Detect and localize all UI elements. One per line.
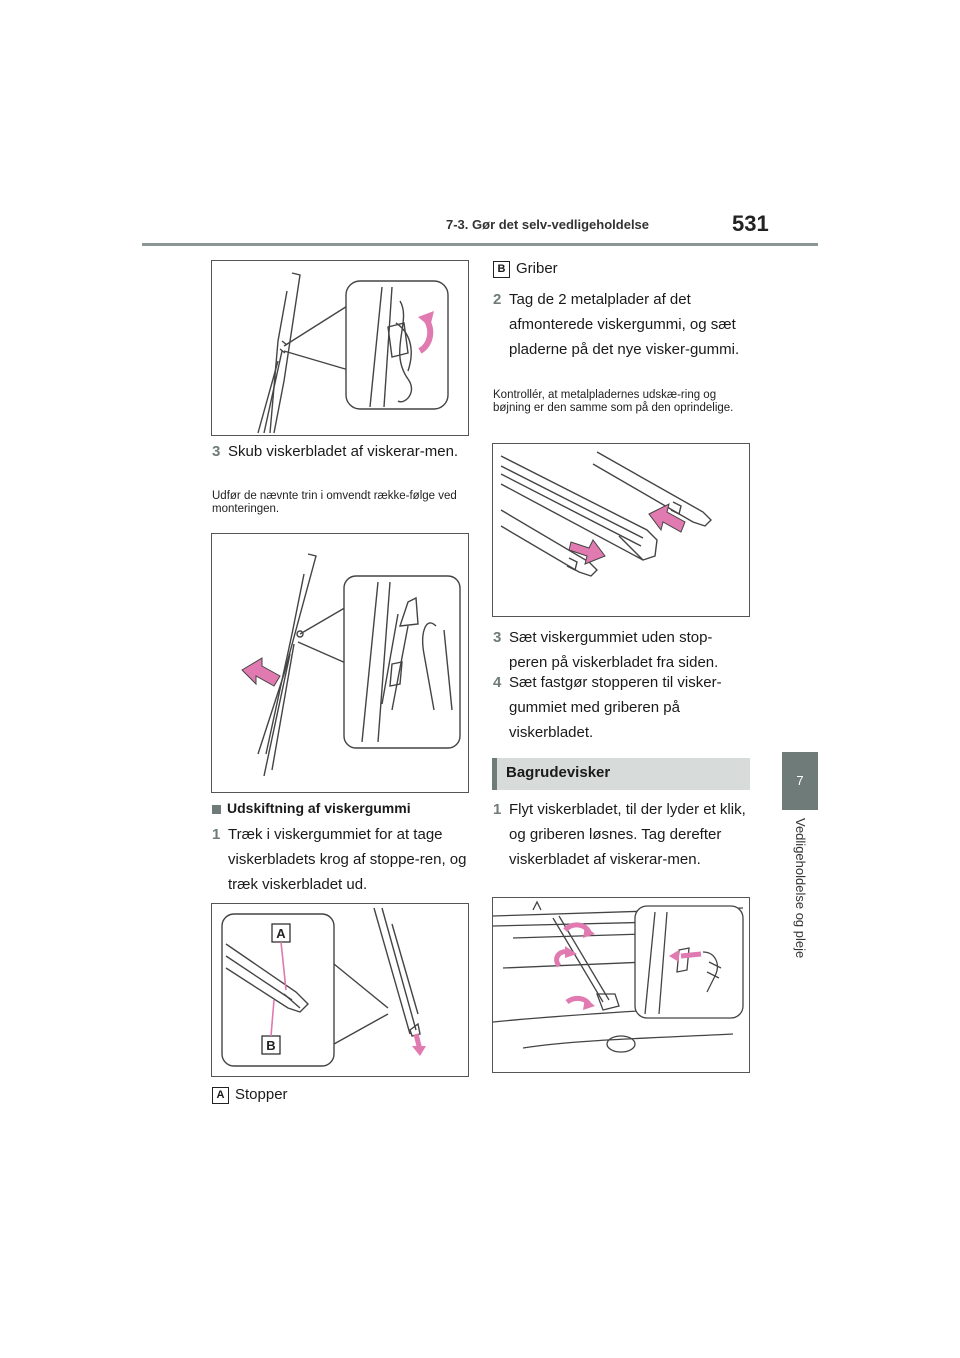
- figure-wiper-blade-removal: [211, 533, 469, 793]
- section-title-rear: Bagrudevisker: [506, 764, 611, 781]
- subheading-wiper-rubber: Udskiftning af viskergummi: [212, 800, 411, 816]
- legend-label-b: B: [493, 260, 510, 278]
- chapter-tab[interactable]: 7: [782, 752, 818, 810]
- note-check-plates: Kontrollér, at metalpladernes udskæ-ring…: [493, 389, 734, 414]
- heading-bullet-icon: [212, 804, 221, 814]
- figure-stopper-gripper: A B: [211, 903, 469, 1077]
- figure-metal-plates: [492, 443, 750, 617]
- figure-label-a: A: [276, 926, 286, 941]
- figure-label-b: B: [266, 1038, 275, 1053]
- page-number: 531: [732, 211, 769, 236]
- chapter-label: Vedligeholdelse og pleje: [786, 818, 814, 988]
- header-rule: [142, 243, 818, 246]
- figure-wiper-arm-release: [211, 260, 469, 436]
- figure-rear-wiper: [492, 897, 750, 1073]
- section-accent: [492, 758, 497, 790]
- note-reinstall: Udfør de nævnte trin i omvendt række-føl…: [212, 490, 457, 515]
- section-title: 7-3. Gør det selv-vedligeholdelse: [446, 217, 650, 232]
- section-rear-wiper: Bagrudevisker: [492, 758, 750, 790]
- legend-label-a: A: [212, 1086, 229, 1104]
- chapter-title: Vedligeholdelse og pleje: [793, 818, 808, 959]
